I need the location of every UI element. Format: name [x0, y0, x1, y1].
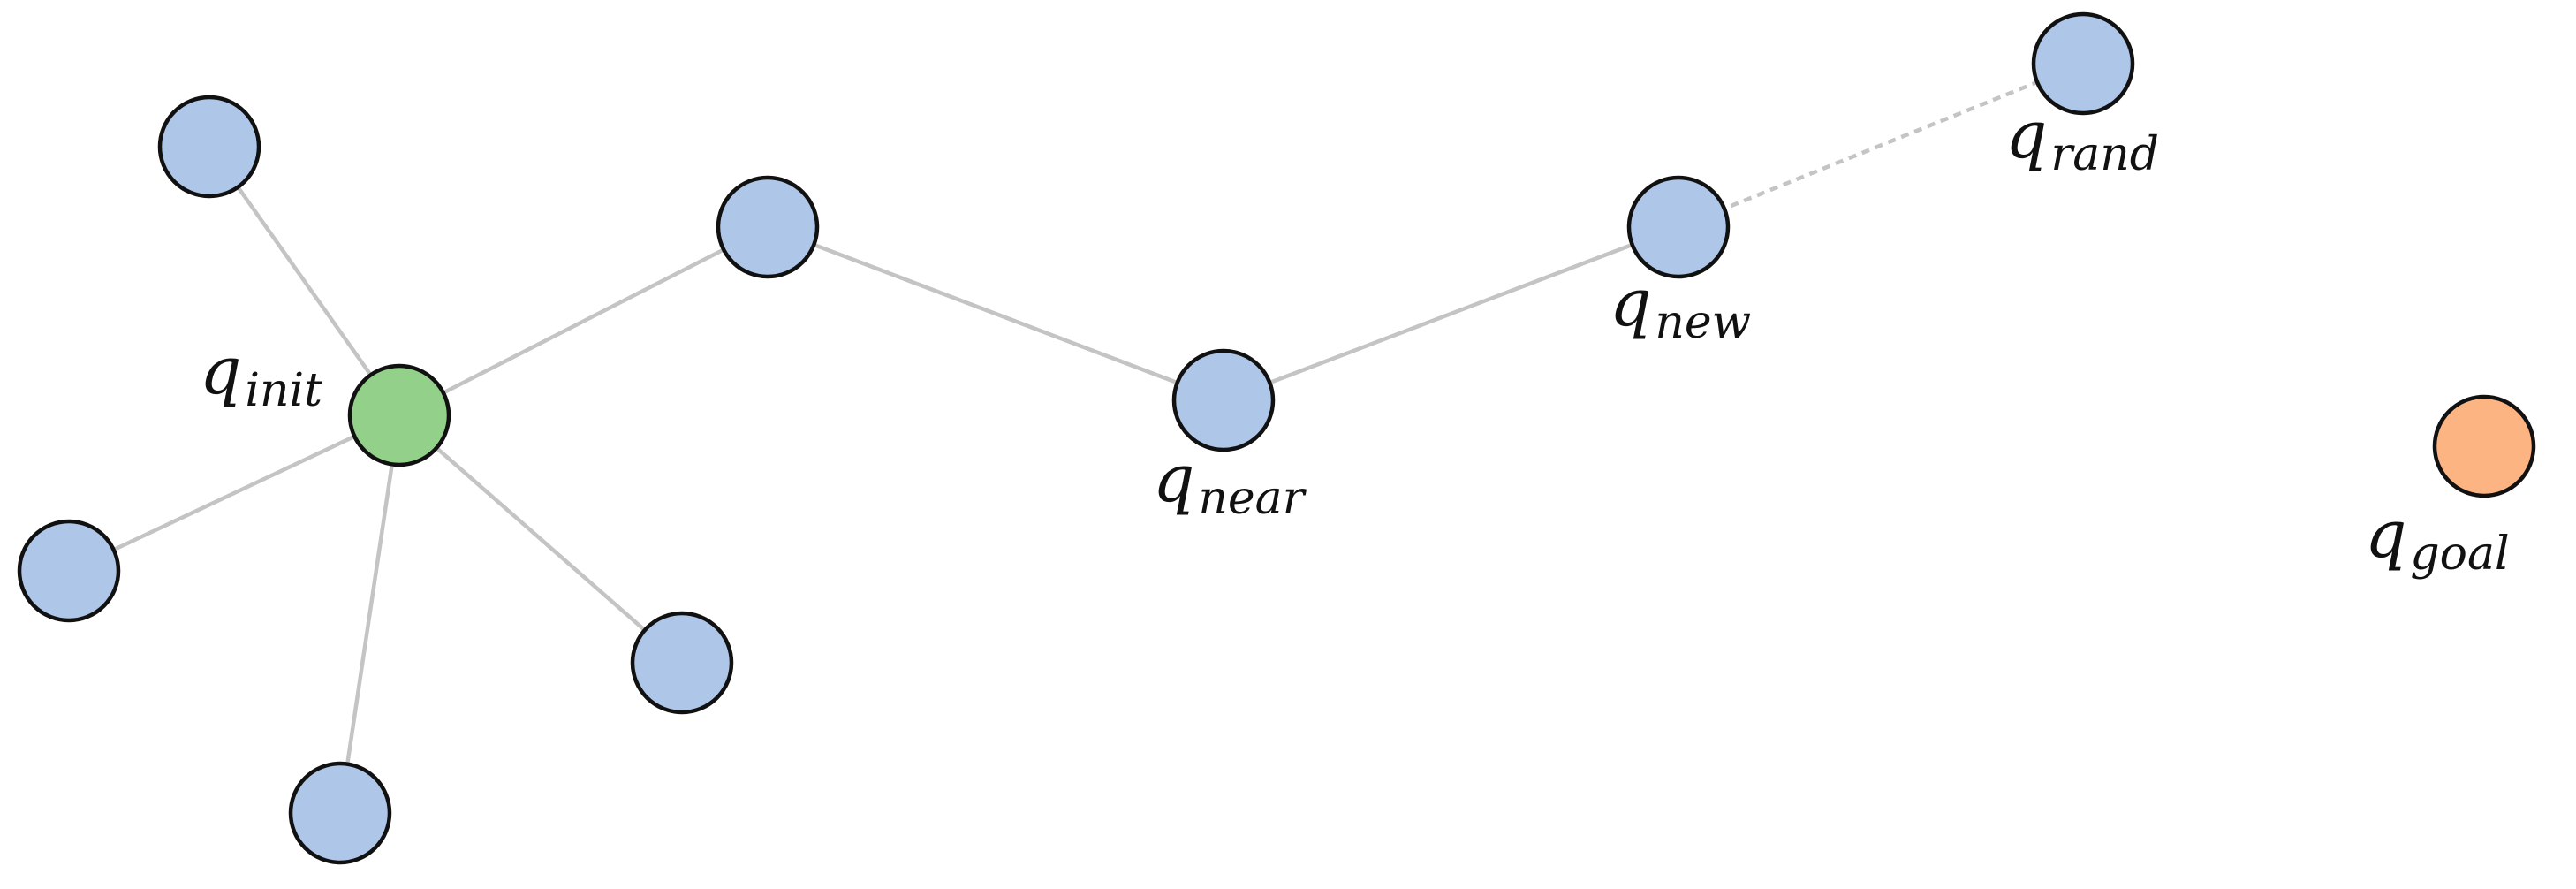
label-q-new-base: q [1610, 265, 1651, 341]
tree-node-top-left [157, 95, 261, 199]
new-node [1626, 175, 1731, 279]
goal-node [2432, 394, 2536, 498]
edge-init-branch [398, 224, 769, 418]
label-q-goal: qgoal [2365, 497, 2510, 581]
tree-node-bottom [288, 761, 392, 865]
tree-node-branch [716, 175, 820, 279]
label-q-goal-sub: goal [2410, 528, 2509, 581]
label-q-new: qnew [1610, 265, 1751, 349]
edge-init-bottom [337, 414, 402, 814]
label-q-rand-base: q [2005, 97, 2047, 173]
edge-new-rand-dashed [1678, 61, 2084, 230]
label-q-init: qinit [200, 333, 322, 417]
edge-near-new [1223, 224, 1679, 403]
edge-init-left [68, 413, 400, 574]
rand-node [2031, 11, 2135, 116]
edges [68, 61, 2084, 814]
edge-init-top-left [208, 145, 401, 417]
label-q-rand: qrand [2005, 97, 2159, 181]
labels: qinit qnear qnew qrand qgoal [200, 97, 2510, 581]
label-q-init-base: q [200, 333, 241, 409]
tree-node-lower-right [630, 611, 734, 715]
label-q-near-sub: near [1198, 472, 1307, 525]
label-q-near: qnear [1153, 441, 1307, 525]
label-q-goal-base: q [2365, 497, 2406, 573]
label-q-new-sub: new [1655, 296, 1751, 349]
label-q-rand-sub: rand [2050, 128, 2159, 181]
nodes [17, 11, 2536, 865]
near-node [1171, 348, 1276, 452]
tree-node-left [17, 519, 121, 623]
edge-branch-near [767, 224, 1224, 403]
label-q-near-base: q [1153, 441, 1194, 517]
init-node [347, 363, 451, 467]
label-q-init-sub: init [245, 364, 322, 417]
edge-init-lower-right [398, 414, 684, 665]
